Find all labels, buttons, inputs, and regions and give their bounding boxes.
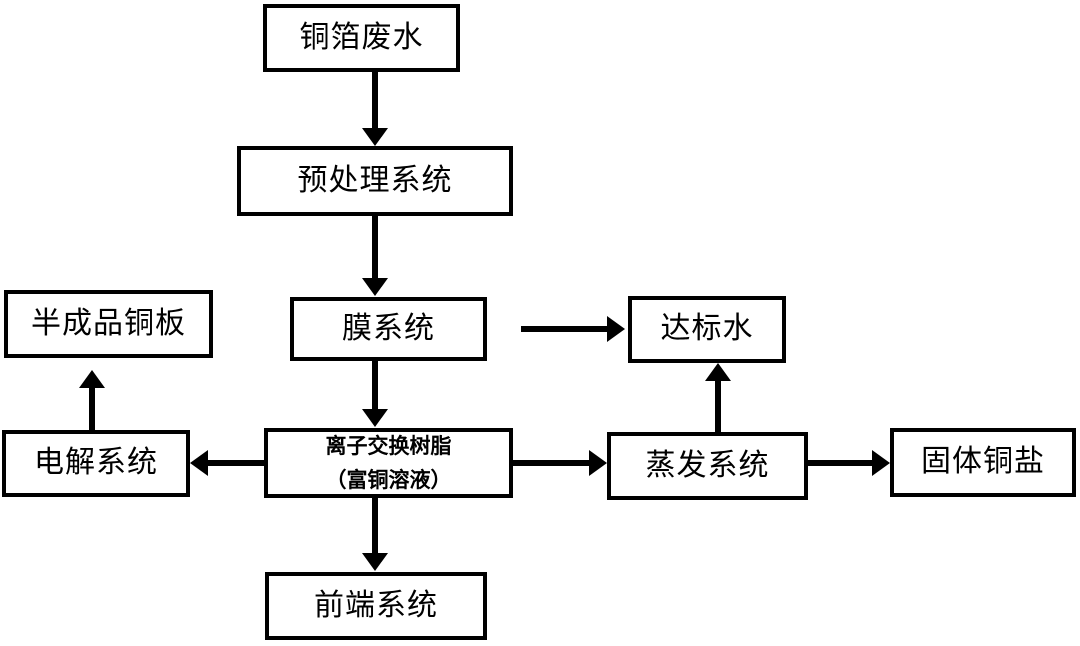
arrowhead-down-icon [362, 278, 388, 296]
node-semi-finished-copper-plate: 半成品铜板 [4, 290, 213, 358]
arrowhead-right-icon [872, 450, 890, 476]
edge-shaft [806, 460, 872, 466]
node-membrane-system: 膜系统 [290, 297, 487, 361]
edge-shaft [372, 216, 378, 278]
node-evaporation-system: 蒸发系统 [607, 432, 808, 500]
edge-shaft [208, 460, 266, 466]
node-solid-copper-salt: 固体铜盐 [890, 428, 1076, 497]
arrowhead-right-icon [589, 450, 607, 476]
node-label-line-2: （富铜溶液） [325, 467, 452, 492]
node-copper-foil-wastewater: 铜箔废水 [263, 4, 460, 72]
edge-shaft [372, 72, 378, 128]
arrowhead-up-icon [79, 370, 105, 388]
node-front-end-system: 前端系统 [265, 572, 487, 640]
node-label: 半成品铜板 [31, 305, 186, 341]
node-pretreatment-system: 预处理系统 [237, 146, 513, 216]
arrowhead-down-icon [362, 553, 388, 571]
node-label: 膜系统 [342, 310, 435, 346]
arrowhead-left-icon [190, 450, 208, 476]
edge-shaft [372, 497, 378, 553]
node-label: 前端系统 [314, 587, 438, 623]
node-label: 蒸发系统 [645, 447, 770, 483]
node-label: 达标水 [660, 311, 754, 347]
edge-shaft [715, 381, 721, 434]
arrowhead-right-icon [607, 316, 625, 342]
arrowhead-up-icon [705, 363, 731, 381]
arrowhead-down-icon [362, 128, 388, 146]
node-label: 电解系统 [34, 445, 158, 481]
edge-shaft [521, 326, 607, 332]
arrowhead-down-icon [362, 409, 388, 427]
node-electrolysis-system: 电解系统 [2, 430, 190, 497]
node-label: 固体铜盐 [921, 444, 1045, 480]
node-ion-exchange-resin: 离子交换树脂 （富铜溶液） [264, 428, 513, 498]
node-label: 铜箔废水 [299, 19, 424, 55]
node-label: 预处理系统 [297, 162, 453, 198]
node-label-line-1: 离子交换树脂 [325, 434, 452, 459]
edge-shaft [511, 460, 589, 466]
node-compliant-water: 达标水 [628, 296, 786, 363]
edge-shaft [372, 361, 378, 409]
edge-shaft [89, 388, 95, 432]
